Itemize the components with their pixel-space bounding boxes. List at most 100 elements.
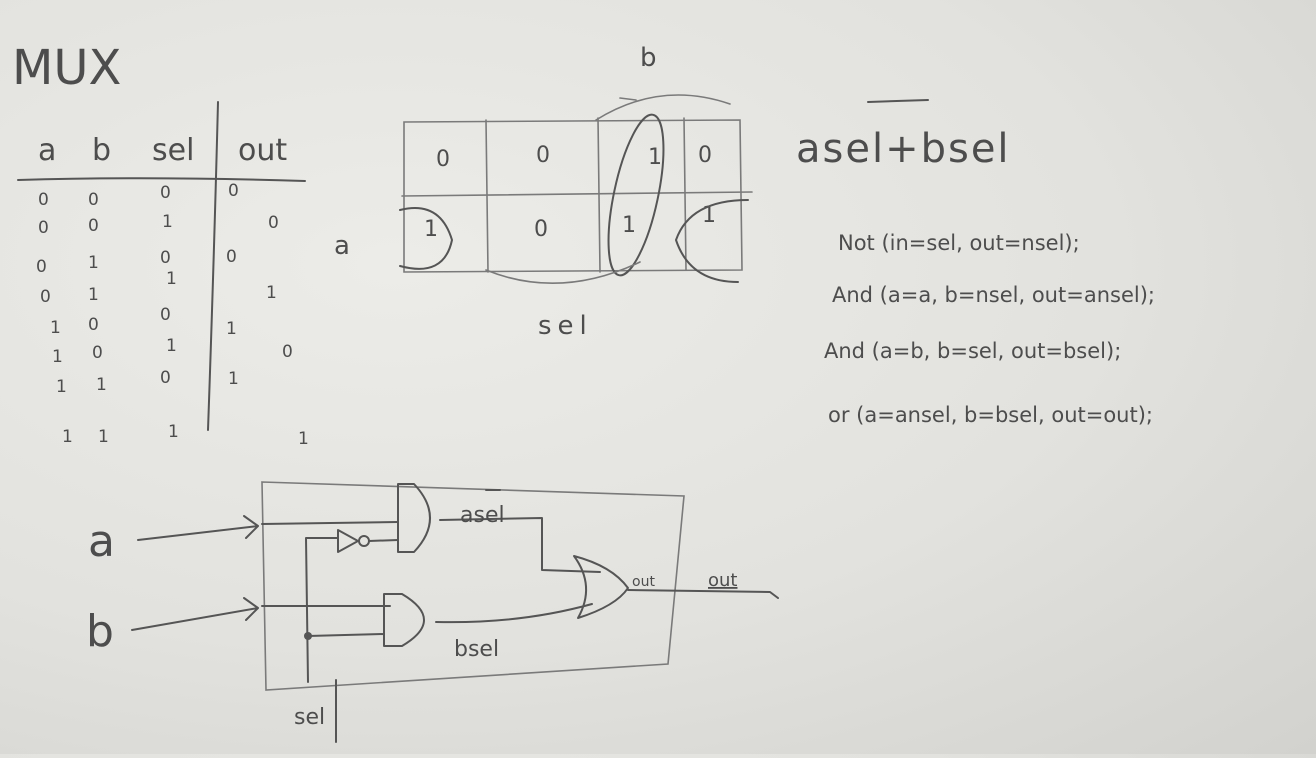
table-cell: 1: [62, 427, 73, 447]
table-cell: 0: [160, 305, 171, 325]
code-line-or: or (a=ansel, b=bsel, out=out);: [828, 403, 1153, 427]
table-cell: 0: [268, 213, 279, 233]
kmap-cell: 1: [424, 217, 438, 242]
table-cell: 1: [56, 377, 67, 397]
table-cell: 1: [266, 283, 277, 303]
output-label: out: [708, 570, 737, 591]
kmap-group-loop: [399, 207, 453, 270]
not-gate: [337, 529, 359, 553]
table-header-rule: [17, 177, 306, 182]
and-gate-b: [383, 593, 425, 647]
input-b-label: b: [86, 606, 114, 657]
table-row: 1 0 0 1: [50, 305, 237, 339]
table-cell: 0: [38, 218, 49, 238]
table-row: 0 0 0 0: [38, 181, 239, 210]
kmap-overbar: [619, 97, 637, 101]
circuit-boundary: [261, 481, 685, 691]
table-header-a: a: [38, 133, 56, 168]
wire-out: [627, 589, 779, 599]
kmap-cell: 1: [702, 203, 716, 228]
table-header-sel: sel: [152, 133, 194, 168]
table-cell: 1: [226, 319, 237, 339]
table-cell: 1: [162, 212, 173, 232]
table-cell: 1: [228, 369, 239, 389]
kmap-wrap-arc: [595, 94, 731, 121]
truth-table: a b sel out 0 0 0 0 0 0 1 0 0 1 0 0 0 1 …: [17, 101, 309, 449]
table-cell: 1: [50, 318, 61, 338]
mux-circuit: a b sel asel bsel out out: [86, 481, 779, 743]
kmap-grid-line: [401, 191, 753, 197]
code-line-and-a: And (a=a, b=nsel, out=ansel);: [832, 283, 1155, 307]
table-cell: 0: [92, 343, 103, 363]
kmap-grid-line: [597, 117, 601, 273]
kmap-cell: 0: [536, 143, 550, 168]
kmap-cell: 0: [534, 217, 548, 242]
table-row: 0 1 0 0: [36, 247, 237, 277]
kmap-grid-border: [403, 119, 743, 273]
table-row: 1 1 0 1: [56, 368, 239, 397]
kmap-cell: 1: [648, 145, 662, 170]
table-cell: 0: [282, 342, 293, 362]
wire-a: [261, 521, 399, 525]
table-cell: 1: [98, 427, 109, 447]
table-cell: 0: [88, 216, 99, 236]
table-cell: 1: [88, 253, 99, 273]
table-cell: 0: [88, 315, 99, 335]
code-line-not: Not (in=sel, out=nsel);: [838, 231, 1080, 255]
table-cell: 0: [228, 181, 239, 201]
table-cell: 1: [166, 269, 177, 289]
wire-bsel-label: bsel: [454, 637, 499, 662]
input-a-arrow: [137, 515, 259, 541]
table-cell: 0: [38, 190, 49, 210]
kmap-grid-line: [683, 117, 687, 271]
hdl-code: Not (in=sel, out=nsel); And (a=a, b=nsel…: [824, 231, 1155, 427]
wire-nsel: [368, 539, 399, 542]
kmap-bottom-label: sel: [538, 311, 593, 341]
kmap-wrap-arc: [485, 261, 641, 285]
kmap-grid-line: [485, 119, 489, 273]
table-row: 1 1 1 1: [62, 422, 309, 449]
wire-asel: [439, 517, 601, 573]
table-cell: 1: [96, 375, 107, 395]
table-cell: 1: [166, 336, 177, 356]
wire-bsel: [435, 603, 593, 624]
table-cell: 0: [160, 248, 171, 268]
input-sel-label: sel: [294, 705, 325, 730]
expression-text: asel+bsel: [796, 126, 1011, 172]
table-cell: 0: [36, 257, 47, 277]
table-cell: 0: [88, 190, 99, 210]
wire-sel: [307, 633, 385, 637]
table-row: 1 0 1 0: [52, 336, 293, 367]
table-row: 0 1 1 1: [40, 269, 277, 307]
table-cell: 1: [168, 422, 179, 442]
expression-overbar: [867, 99, 929, 103]
table-row: 0 0 1 0: [38, 212, 279, 238]
wire-sel-up: [305, 537, 339, 683]
input-a-label: a: [88, 516, 115, 567]
not-gate-bubble: [358, 535, 370, 547]
boolean-expression: asel+bsel: [796, 99, 1011, 172]
and-gate-a: [397, 483, 431, 553]
kmap-cell: 0: [436, 147, 450, 172]
kmap-top-label: b: [640, 43, 657, 73]
or-gate: [573, 555, 629, 619]
table-header-b: b: [92, 133, 111, 168]
table-cell: 1: [298, 429, 309, 449]
table-cell: 1: [88, 285, 99, 305]
karnaugh-map: b a sel 0 0 1 0 1 0 1 1: [334, 43, 753, 341]
table-header-out: out: [238, 133, 287, 168]
input-b-arrow: [131, 597, 259, 631]
kmap-group-loop: [675, 199, 749, 283]
page-title: MUX: [12, 40, 121, 96]
kmap-cell: 0: [698, 143, 712, 168]
kmap-group-loop: [607, 113, 665, 277]
table-cell: 0: [226, 247, 237, 267]
kmap-row-label: a: [334, 231, 350, 261]
table-cell: 1: [52, 347, 63, 367]
wire-asel-label: asel: [460, 503, 505, 528]
table-cell: 0: [160, 368, 171, 388]
table-cell: 0: [160, 183, 171, 203]
table-divider: [207, 101, 219, 431]
or-out-label: out: [632, 574, 655, 590]
code-line-and-b: And (a=b, b=sel, out=bsel);: [824, 339, 1121, 363]
